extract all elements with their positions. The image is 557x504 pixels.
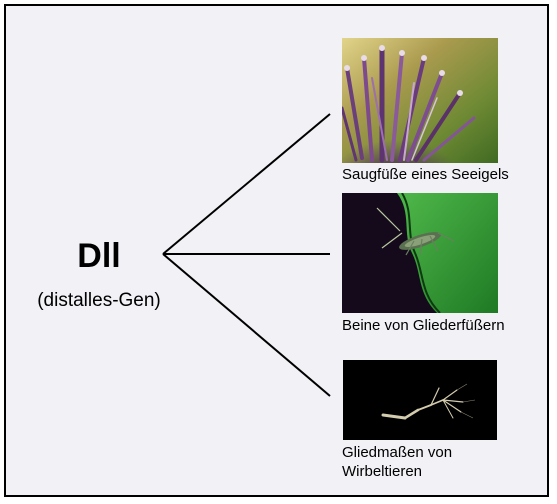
caption-vertebrate-line-2: Wirbeltieren: [342, 463, 423, 480]
arthropod-photo: [342, 193, 498, 313]
connector-line-top: [162, 113, 331, 255]
connector-line-bottom: [162, 253, 331, 397]
gene-subtitle: (distalles-Gen): [37, 290, 161, 311]
vertebrate-limb-photo: [343, 360, 497, 440]
caption-arthropod: Beine von Gliederfüßern: [342, 317, 505, 334]
gene-name: Dll: [77, 237, 121, 275]
caption-sea-urchin: Saugfüße eines Seeigels: [342, 166, 509, 183]
sea-urchin-photo: [342, 38, 498, 163]
caption-vertebrate-line-1: Gliedmaßen von: [342, 444, 453, 461]
